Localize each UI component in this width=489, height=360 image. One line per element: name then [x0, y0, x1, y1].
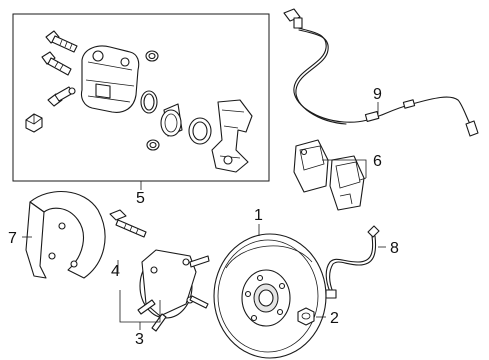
brake-hose — [325, 225, 380, 299]
caliper-body — [80, 45, 140, 113]
pin-boot — [145, 50, 159, 62]
splash-shield — [25, 191, 106, 279]
callout-4: 4 — [111, 263, 120, 280]
piston-seal — [140, 90, 158, 114]
callout-1: 1 — [254, 207, 263, 224]
brake-pad-outer — [293, 139, 329, 193]
callout-5: 5 — [136, 190, 145, 207]
caliper-bracket — [211, 99, 253, 173]
caliper-mount-bolt — [41, 51, 72, 76]
hub-nut — [297, 307, 315, 326]
abs-sensor-harness — [283, 8, 479, 137]
callout-2: 2 — [330, 310, 339, 327]
callout-6-bracket — [322, 159, 367, 181]
brake-rotor — [213, 233, 327, 359]
callout-8: 8 — [390, 240, 399, 257]
callout-6: 6 — [373, 153, 382, 170]
bleeder-cap — [25, 113, 43, 133]
brake-pad-inner — [329, 155, 365, 211]
callout-3: 3 — [135, 331, 144, 348]
pin-boot — [146, 139, 160, 151]
caliper-piston — [160, 103, 183, 137]
bleeder-screw — [47, 86, 76, 107]
piston-dust-boot — [188, 117, 212, 145]
caliper-guide-bolt — [45, 30, 78, 53]
wheel-stud — [109, 209, 147, 238]
hub-bearing-assembly — [137, 249, 210, 332]
callout-9: 9 — [373, 86, 382, 103]
callout-7: 7 — [8, 230, 17, 247]
